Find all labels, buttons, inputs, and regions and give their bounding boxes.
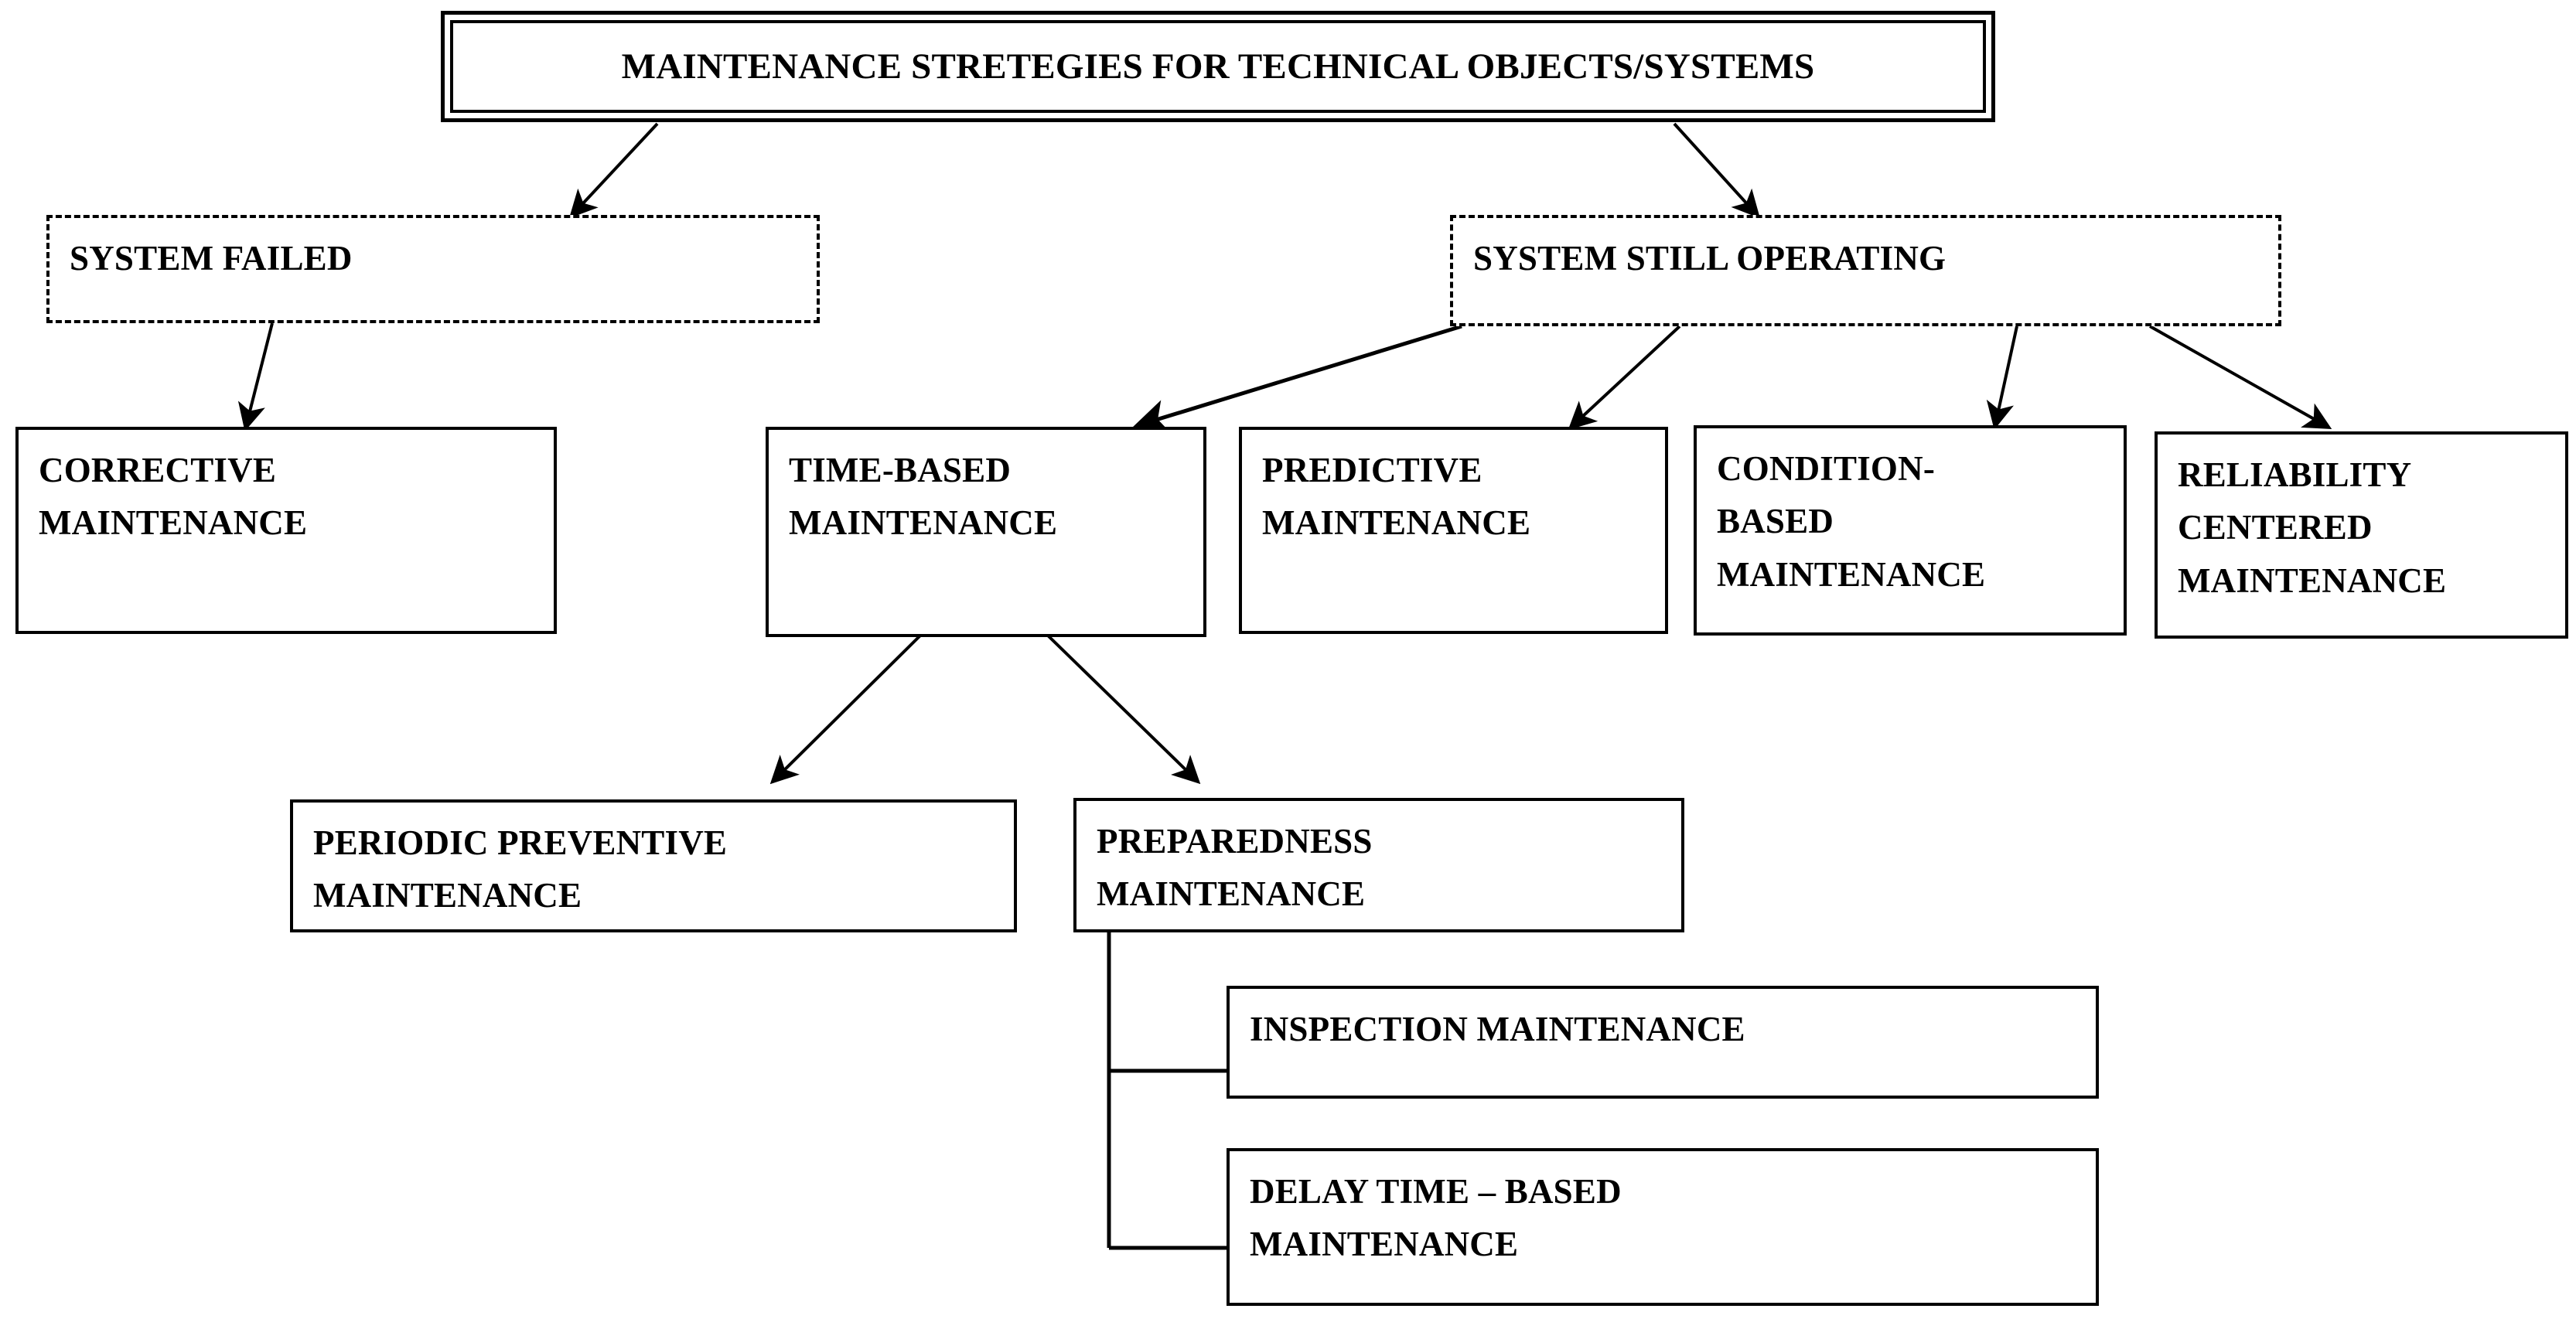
node-inspection-maintenance-label: INSPECTION MAINTENANCE — [1250, 1010, 1745, 1048]
edge-operating-to-time-based — [1132, 324, 1462, 434]
node-delay-time-based-maintenance-label: DELAY TIME – BASED MAINTENANCE — [1250, 1172, 1622, 1264]
node-condition-based-maintenance-label: CONDITION- BASED MAINTENANCE — [1717, 449, 1986, 594]
node-delay-time-based-maintenance[interactable]: DELAY TIME – BASED MAINTENANCE — [1227, 1148, 2099, 1306]
node-preparedness-maintenance[interactable]: PREPAREDNESS MAINTENANCE — [1073, 798, 1684, 932]
node-reliability-centered-maintenance[interactable]: RELIABILITY CENTERED MAINTENANCE — [2155, 431, 2568, 639]
node-root-frame: MAINTENANCE STRETEGIES FOR TECHNICAL OBJ… — [450, 20, 1986, 113]
node-system-failed[interactable]: SYSTEM FAILED — [46, 215, 820, 323]
node-system-failed-label: SYSTEM FAILED — [70, 239, 353, 278]
node-system-still-operating[interactable]: SYSTEM STILL OPERATING — [1450, 215, 2281, 326]
node-inspection-maintenance[interactable]: INSPECTION MAINTENANCE — [1227, 986, 2099, 1099]
node-root-label: MAINTENANCE STRETEGIES FOR TECHNICAL OBJ… — [621, 46, 1815, 87]
node-corrective-maintenance-label: CORRECTIVE MAINTENANCE — [39, 451, 308, 543]
node-time-based-maintenance[interactable]: TIME-BASED MAINTENANCE — [766, 427, 1206, 637]
edge-operating-to-predictive — [1568, 325, 1681, 431]
edge-operating-to-reliability-centered — [2149, 325, 2332, 429]
edge-root-to-system-failed — [568, 122, 659, 219]
node-condition-based-maintenance[interactable]: CONDITION- BASED MAINTENANCE — [1694, 425, 2127, 636]
node-periodic-preventive-maintenance-label: PERIODIC PREVENTIVE MAINTENANCE — [313, 823, 728, 915]
node-predictive-maintenance-label: PREDICTIVE MAINTENANCE — [1262, 451, 1531, 543]
node-system-still-operating-label: SYSTEM STILL OPERATING — [1473, 239, 1947, 278]
edge-time-based-to-periodic-preventive — [769, 634, 922, 785]
node-root[interactable]: MAINTENANCE STRETEGIES FOR TECHNICAL OBJ… — [441, 11, 1995, 122]
node-corrective-maintenance[interactable]: CORRECTIVE MAINTENANCE — [15, 427, 557, 634]
node-reliability-centered-maintenance-label: RELIABILITY CENTERED MAINTENANCE — [2178, 455, 2447, 600]
edge-time-based-to-preparedness — [1046, 634, 1201, 785]
node-preparedness-maintenance-label: PREPAREDNESS MAINTENANCE — [1097, 822, 1373, 914]
node-predictive-maintenance[interactable]: PREDICTIVE MAINTENANCE — [1239, 427, 1668, 634]
node-time-based-maintenance-label: TIME-BASED MAINTENANCE — [789, 451, 1058, 543]
edge-system-failed-to-corrective — [237, 322, 274, 431]
node-periodic-preventive-maintenance[interactable]: PERIODIC PREVENTIVE MAINTENANCE — [290, 799, 1017, 932]
edge-operating-to-condition-based — [1986, 325, 2018, 430]
edge-root-to-system-still-operating — [1673, 122, 1761, 219]
